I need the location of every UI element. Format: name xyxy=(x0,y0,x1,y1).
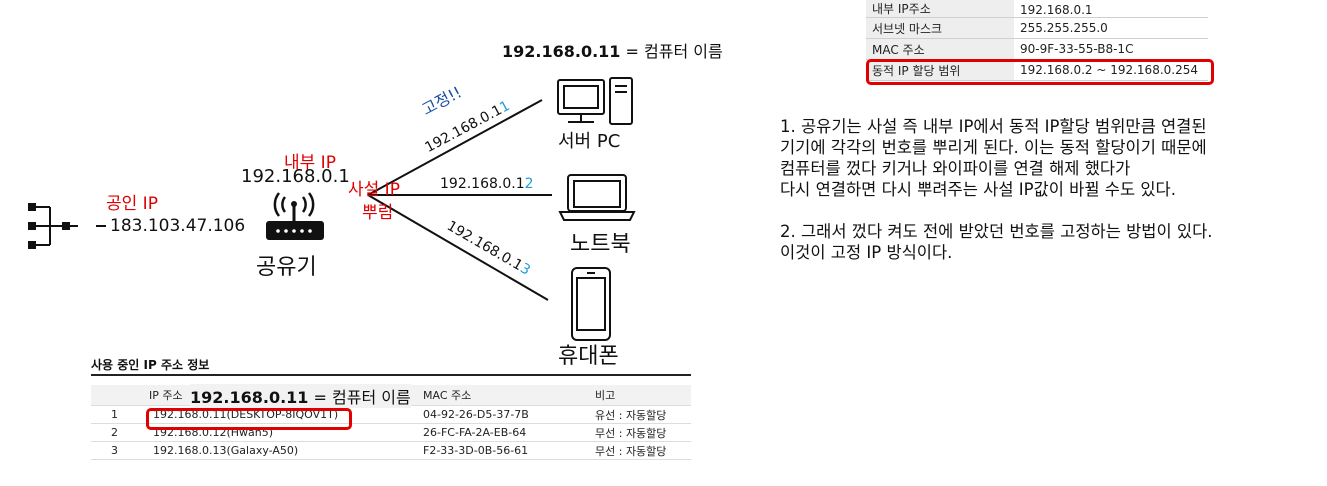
row-no: 2 xyxy=(91,423,147,442)
info-label: 동적 IP 할당 범위 xyxy=(866,59,1014,81)
internal-ip-value: 192.168.0.1 xyxy=(241,166,350,187)
desktop-pc-icon xyxy=(557,77,633,125)
table-row: 2 192.168.0.12(Hwan5) 26-FC-FA-2A-EB-64 … xyxy=(91,423,691,442)
caption-rest: = 컴퓨터 이름 xyxy=(620,42,723,61)
row-mac: 26-FC-FA-2A-EB-64 xyxy=(421,423,593,442)
info-row: 내부 IP주소 192.168.0.1 xyxy=(866,0,1208,18)
info-value: 90-9F-33-55-B8-1C xyxy=(1014,38,1208,60)
row-note: 무선 : 자동할당 xyxy=(593,423,691,442)
laptop-icon xyxy=(558,174,636,221)
info-value: 255.255.255.0 xyxy=(1014,17,1208,39)
private-ip-spread-label: 뿌림 xyxy=(362,203,394,223)
row-no: 1 xyxy=(91,405,147,424)
public-ip-value: 183.103.47.106 xyxy=(110,216,246,236)
router-icon xyxy=(266,192,324,240)
col-header-note: 비고 xyxy=(593,385,691,406)
internal-ip-label: 내부 IP xyxy=(284,153,336,173)
info-label: MAC 주소 xyxy=(866,38,1014,60)
caption-ip: 192.168.0.11 xyxy=(502,42,621,61)
ip-usage-title: 사용 중인 IP 주소 정보 xyxy=(91,358,210,372)
table-row: 3 192.168.0.13(Galaxy-A50) F2-33-3D-0B-5… xyxy=(91,441,691,460)
overlay-caption-ip: 192.168.0.11 xyxy=(190,388,309,407)
info-value: 192.168.0.1 xyxy=(1014,0,1208,18)
note-line: 1. 공유기는 사설 즉 내부 IP에서 동적 IP할당 범위만큼 연결된 xyxy=(780,117,1207,136)
row-mac: 04-92-26-D5-37-7B xyxy=(421,405,593,424)
device-label-laptop: 노트북 xyxy=(570,232,631,257)
network-icon xyxy=(28,203,106,249)
router-info-table: 내부 IP주소 192.168.0.1 서브넷 마스크 255.255.255.… xyxy=(866,0,1208,81)
note-line: 다시 연결하면 다시 뿌려주는 사설 IP값이 바뀔 수도 있다. xyxy=(780,180,1176,199)
private-ip-label: 사설 IP xyxy=(348,180,400,200)
computer-name-caption: 192.168.0.11 = 컴퓨터 이름 xyxy=(502,38,723,62)
note-line: 이것이 고정 IP 방식이다. xyxy=(780,243,953,262)
computer-name-highlight xyxy=(146,408,352,430)
row-no: 3 xyxy=(91,441,147,460)
row-note: 무선 : 자동할당 xyxy=(593,441,691,460)
info-label: 내부 IP주소 xyxy=(866,0,1014,18)
dhcp-range-highlight xyxy=(866,59,1214,85)
router-label: 공유기 xyxy=(256,255,317,280)
branch-line-server xyxy=(367,99,543,196)
row-mac: F2-33-3D-0B-56-61 xyxy=(421,441,593,460)
row-ip: 192.168.0.13(Galaxy-A50) xyxy=(147,441,421,460)
smartphone-icon xyxy=(571,267,611,341)
info-label: 서브넷 마스크 xyxy=(866,17,1014,39)
info-row: 서브넷 마스크 255.255.255.0 xyxy=(866,17,1208,39)
explanation-notes: 1. 공유기는 사설 즉 내부 IP에서 동적 IP할당 범위만큼 연결된 기기… xyxy=(780,116,1213,263)
device-label-server: 서버 PC xyxy=(558,131,621,152)
overlay-caption-rest: = 컴퓨터 이름 xyxy=(308,388,411,407)
col-header-mac: MAC 주소 xyxy=(421,385,593,406)
note-line: 컴퓨터를 껐다 키거나 와이파이를 연결 해제 했다가 xyxy=(780,159,1131,178)
col-header-no xyxy=(91,385,147,406)
row-note: 유선 : 자동할당 xyxy=(593,405,691,424)
info-row: 동적 IP 할당 범위 192.168.0.2 ~ 192.168.0.254 xyxy=(866,59,1208,81)
device-label-phone: 휴대폰 xyxy=(558,344,619,369)
table-overlay-caption: 192.168.0.11 = 컴퓨터 이름 xyxy=(190,384,411,408)
title-divider xyxy=(91,374,691,376)
branch-line-phone xyxy=(367,194,549,301)
note-line: 기기에 각각의 번호를 뿌리게 된다. 이는 동적 할당이기 때문에 xyxy=(780,138,1207,157)
branch-ip-laptop: 192.168.0.12 xyxy=(440,176,534,192)
note-line: 2. 그래서 껐다 켜도 전에 받았던 번호를 고정하는 방법이 있다. xyxy=(780,222,1213,241)
public-ip-label: 공인 IP xyxy=(106,194,158,214)
info-row: MAC 주소 90-9F-33-55-B8-1C xyxy=(866,38,1208,60)
info-value: 192.168.0.2 ~ 192.168.0.254 xyxy=(1014,59,1208,81)
